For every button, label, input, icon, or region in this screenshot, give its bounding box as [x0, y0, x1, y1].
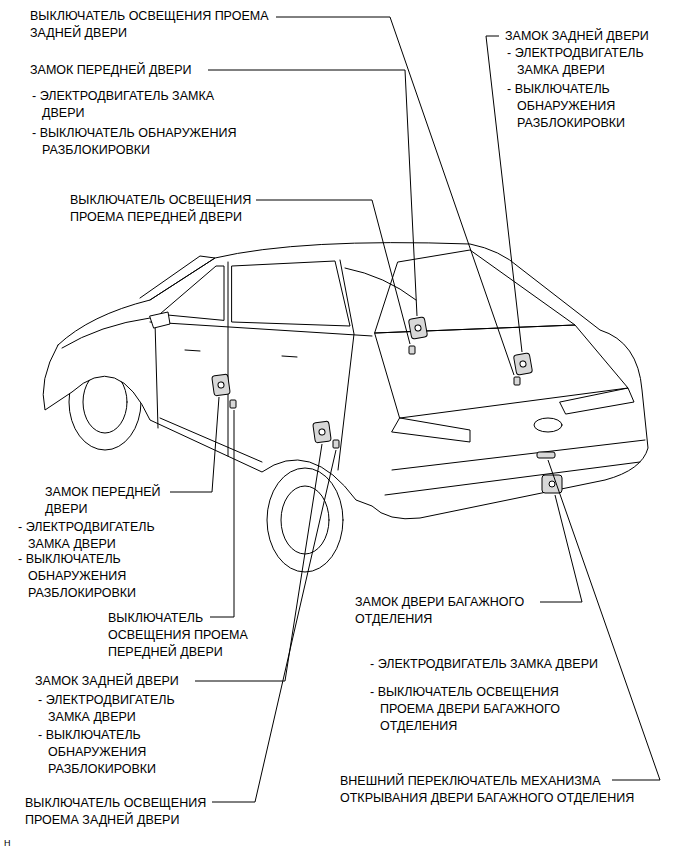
bumper-line [392, 440, 645, 470]
part-label: - ЭЛЕКТРОДВИГАТЕЛЬ ЗАМКА ДВЕРИ [38, 692, 213, 726]
beltline [150, 322, 372, 336]
trunk-emblem [534, 418, 562, 432]
door-lock [313, 421, 332, 443]
part-label: ВЫКЛЮЧАТЕЛЬ ОСВЕЩЕНИЯ ПРОЕМА ЗАДНЕЙ ДВЕР… [30, 8, 300, 42]
door-line [338, 260, 354, 470]
figure-code: H [4, 838, 24, 849]
leader-line [210, 410, 234, 617]
leader-line [276, 17, 514, 375]
tail-light [392, 418, 470, 442]
part-label: - ЭЛЕКТРОДВИГАТЕЛЬ ЗАМКА ДВЕРИ [507, 45, 682, 79]
door-line [155, 322, 158, 428]
part-label: - ВЫКЛЮЧАТЕЛЬ ОБНАРУЖЕНИЯ РАЗБЛОКИРОВКИ [18, 551, 183, 602]
part-label: ЗАМОК ПЕРЕДНЕЙ ДВЕРИ [45, 484, 180, 518]
front-side-window [160, 266, 224, 320]
part-label: - ЭЛЕКТРОДВИГАТЕЛЬ ЗАМКА ДВЕРИ [370, 656, 670, 673]
wheel [267, 468, 343, 572]
part-label: ВНЕШНИЙ ПЕРЕКЛЮЧАТЕЛЬ МЕХАНИЗМА ОТКРЫВАН… [340, 773, 660, 807]
part-label: ВЫКЛЮЧАТЕЛЬ ОСВЕЩЕНИЯ ПРОЕМА ПЕРЕДНЕЙ ДВ… [70, 192, 275, 226]
antenna [345, 268, 416, 300]
bumper-line [385, 462, 640, 495]
part-label: ВЫКЛЮЧАТЕЛЬ ОСВЕЩЕНИЯ ПРОЕМА ЗАДНЕЙ ДВЕР… [25, 795, 240, 829]
leader-line [170, 397, 219, 492]
leader-line [256, 200, 410, 344]
leader-line [540, 495, 582, 602]
windshield [140, 256, 215, 300]
courtesy-switch [333, 440, 339, 448]
part-label: - ВЫКЛЮЧАТЕЛЬ ОБНАРУЖЕНИЯ РАЗБЛОКИРОВКИ [32, 125, 282, 159]
door-lock [513, 353, 532, 375]
door-line [228, 262, 229, 456]
part-label: ЗАМОК ЗАДНЕЙ ДВЕРИ [505, 28, 685, 45]
rear-side-window [232, 261, 350, 326]
trunk-opener-switch [537, 452, 555, 458]
part-label: ЗАМОК ДВЕРИ БАГАЖНОГО ОТДЕЛЕНИЯ [355, 594, 565, 628]
part-label: - ЭЛЕКТРОДВИГАТЕЛЬ ЗАМКА ДВЕРИ [32, 88, 217, 122]
part-label: - ВЫКЛЮЧАТЕЛЬ ОБНАРУЖЕНИЯ РАЗБЛОКИРОВКИ [38, 727, 203, 778]
door-handle [185, 350, 200, 351]
rocker-line [160, 418, 262, 462]
car-body [43, 243, 648, 519]
door-lock [212, 374, 231, 396]
part-label: ВЫКЛЮЧАТЕЛЬ ОСВЕЩЕНИЯ ПРОЕМА ПЕРЕДНЕЙ ДВ… [108, 610, 268, 661]
leader-line [212, 450, 336, 802]
tail-light [560, 388, 634, 414]
door-lock [408, 317, 427, 339]
part-label: - ВЫКЛЮЧАТЕЛЬ ОБНАРУЖЕНИЯ РАЗБЛОКИРОВКИ [507, 81, 682, 132]
courtesy-switch [514, 377, 520, 385]
part-label: - ВЫКЛЮЧАТЕЛЬ ОСВЕЩЕНИЯ ПРОЕМА ДВЕРИ БАГ… [370, 684, 585, 735]
courtesy-switch [230, 400, 236, 408]
courtesy-switch [409, 346, 415, 354]
part-label: ЗАМОК ПЕРЕДНЕЙ ДВЕРИ [30, 62, 280, 79]
hood-line [62, 318, 150, 348]
part-label: ЗАМОК ЗАДНЕЙ ДВЕРИ [35, 673, 235, 690]
side-mirror [150, 312, 170, 328]
leader-line [548, 460, 660, 780]
door-handle [282, 356, 297, 357]
part-label: - ЭЛЕКТРОДВИГАТЕЛЬ ЗАМКА ДВЕРИ [18, 519, 193, 553]
